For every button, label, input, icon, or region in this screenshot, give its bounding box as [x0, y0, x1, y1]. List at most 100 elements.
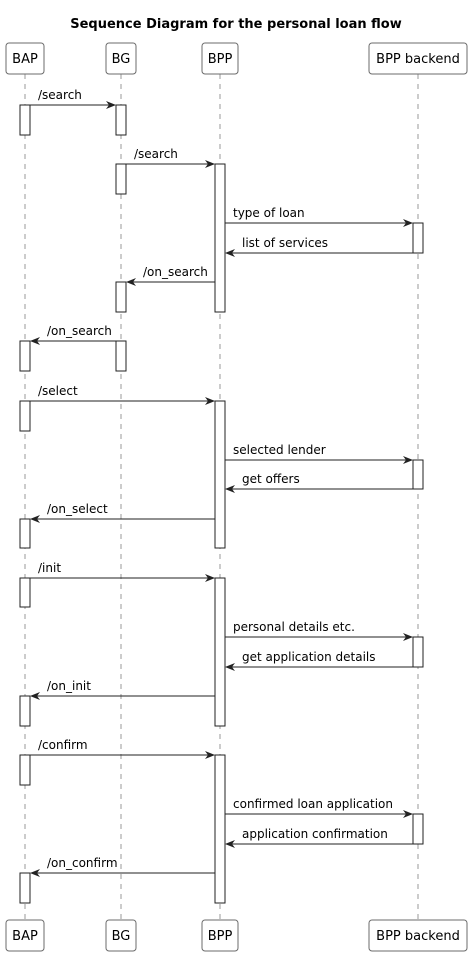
activation-bar	[19, 695, 31, 727]
arrowhead	[403, 633, 413, 641]
participant-label: BAP	[12, 929, 38, 944]
message-label: get offers	[242, 472, 300, 486]
activation-bar	[19, 518, 31, 549]
activation-bar	[115, 104, 127, 136]
activation-bar	[115, 281, 127, 313]
participant-box	[368, 42, 468, 75]
message: get application details	[225, 650, 413, 671]
participant-label: BAP	[12, 52, 38, 67]
participant-box	[5, 919, 45, 952]
participant-box	[368, 919, 468, 952]
message: get offers	[225, 472, 413, 493]
message: type of loan	[225, 206, 413, 227]
arrowhead	[403, 219, 413, 227]
message-label: /select	[38, 384, 78, 398]
activation-bars	[19, 104, 424, 904]
activation-bar	[412, 636, 424, 668]
message-label: /init	[38, 561, 61, 575]
message-label: /confirm	[38, 738, 88, 752]
participant-label: BPP backend	[376, 929, 460, 944]
message-label: /on_search	[47, 324, 112, 338]
message: /search	[126, 147, 215, 168]
activation-bar	[115, 340, 127, 372]
activation-bar	[412, 459, 424, 490]
activation-bar	[19, 872, 31, 904]
message-label: /search	[134, 147, 178, 161]
participant-bap-top: BAP	[5, 42, 45, 75]
message: selected lender	[225, 443, 413, 464]
activation-bar	[412, 813, 424, 845]
activation-bar	[19, 104, 31, 136]
message-label: confirmed loan application	[233, 797, 393, 811]
participant-label: BPP	[208, 52, 233, 67]
participant-bpp-bottom: BPP	[201, 919, 239, 952]
arrowhead	[225, 663, 235, 671]
message-label: /on_confirm	[47, 856, 118, 870]
message-label: type of loan	[233, 206, 305, 220]
message-label: get application details	[242, 650, 376, 664]
activation-bar	[214, 400, 226, 549]
arrowhead	[30, 869, 40, 877]
participant-box	[201, 919, 239, 952]
message: list of services	[225, 236, 413, 257]
message: /init	[30, 561, 215, 582]
participant-box	[5, 42, 45, 75]
participant-label: BG	[112, 929, 131, 944]
activation-bar	[19, 754, 31, 786]
message-label: /search	[38, 88, 82, 102]
message: /confirm	[30, 738, 215, 759]
message: /search	[30, 88, 116, 109]
activation-bar	[19, 340, 31, 372]
message: confirmed loan application	[225, 797, 413, 818]
message-label: personal details etc.	[233, 620, 355, 634]
message-label: /on_select	[47, 502, 108, 516]
arrowhead	[205, 160, 215, 168]
arrowhead	[403, 810, 413, 818]
message: /on_search	[126, 265, 215, 286]
message: /on_search	[30, 324, 116, 345]
participant-bpp-backend-top: BPP backend	[368, 42, 468, 75]
participant-bg-top: BG	[105, 42, 137, 75]
participant-label: BPP backend	[376, 52, 460, 67]
arrowhead	[225, 840, 235, 848]
message-label: application confirmation	[242, 827, 388, 841]
participant-bpp-backend-bottom: BPP backend	[368, 919, 468, 952]
message-label: list of services	[242, 236, 328, 250]
arrowhead	[403, 456, 413, 464]
message: /on_init	[30, 679, 215, 700]
arrowhead	[225, 485, 235, 493]
message-label: selected lender	[233, 443, 326, 457]
messages: /search/search type of loan list of servic…	[30, 88, 413, 877]
activation-bar	[214, 163, 226, 313]
arrowhead	[30, 337, 40, 345]
activation-bar	[19, 577, 31, 608]
activation-bar	[214, 577, 226, 727]
arrowhead	[30, 515, 40, 523]
participant-bpp-top: BPP	[201, 42, 239, 75]
participant-bg-bottom: BG	[105, 919, 137, 952]
arrowhead	[205, 574, 215, 582]
message: /select	[30, 384, 215, 405]
participant-box	[201, 42, 239, 75]
participant-label: BG	[112, 52, 131, 67]
arrowhead	[225, 249, 235, 257]
message-label: /on_search	[143, 265, 208, 279]
arrowhead	[106, 101, 116, 109]
message: /on_confirm	[30, 856, 215, 877]
message: application confirmation	[225, 827, 413, 848]
participant-bap-bottom: BAP	[5, 919, 45, 952]
message-label: /on_init	[47, 679, 91, 693]
arrowhead	[205, 397, 215, 405]
participant-box	[105, 919, 137, 952]
message: /on_select	[30, 502, 215, 523]
activation-bar	[115, 163, 127, 195]
activation-bar	[412, 222, 424, 254]
arrowhead	[30, 692, 40, 700]
activation-bar	[214, 754, 226, 904]
arrowhead	[205, 751, 215, 759]
message: personal details etc.	[225, 620, 413, 641]
activation-bar	[19, 400, 31, 432]
participant-label: BPP	[208, 929, 233, 944]
